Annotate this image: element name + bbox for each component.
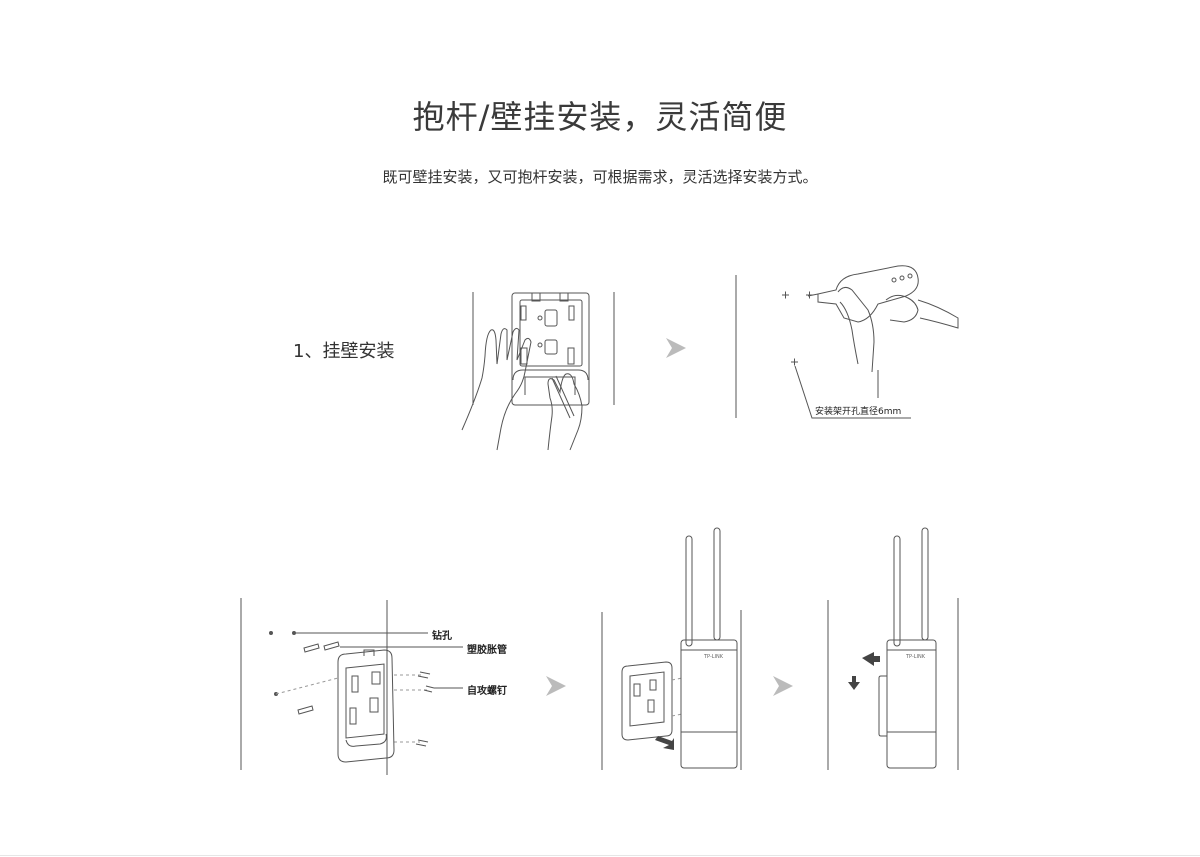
- step-label-wall-mount: 1、挂壁安装: [293, 341, 395, 362]
- push-direction-arrow-icon: [655, 736, 674, 750]
- illustration-attach-device: [601, 527, 742, 770]
- next-step-arrow-icon: [666, 338, 686, 358]
- next-step-arrow-icon: [546, 676, 566, 696]
- next-step-arrow-icon: [773, 676, 793, 696]
- slide-left-arrow-icon: [862, 652, 880, 666]
- drill-hole-diameter-note: 安装架开孔直径6mm: [815, 407, 902, 417]
- illustration-hands-holding-bracket: [461, 292, 615, 451]
- slide-down-arrow-icon: [848, 676, 860, 690]
- drill-hole-label: 钻孔: [432, 631, 452, 642]
- illustration-mounted-device: [827, 527, 959, 770]
- illustration-exploded-bracket: [240, 598, 463, 775]
- device-brand-label: TP-LINK: [704, 654, 724, 660]
- illustration-drilling-holes: [735, 265, 959, 419]
- bottom-divider: [0, 855, 1200, 856]
- plastic-anchor-label: 塑胶胀管: [467, 645, 507, 656]
- page-subtitle: 既可壁挂安装，又可抱杆安装，可根据需求，灵活选择安装方式。: [382, 168, 818, 186]
- device-brand-label: TP-LINK: [906, 654, 926, 660]
- page-title: 抱杆/壁挂安装，灵活简便: [412, 98, 788, 136]
- self-tapping-screw-label: 自攻螺钉: [467, 686, 507, 697]
